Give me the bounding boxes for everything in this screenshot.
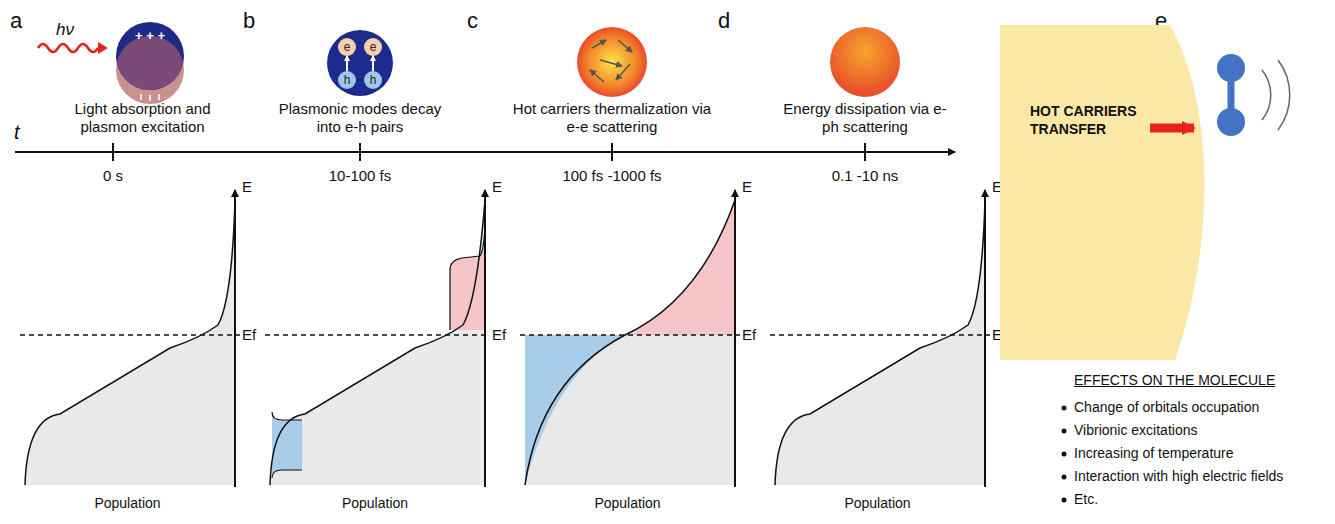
time-label: 10-100 fs xyxy=(300,167,420,185)
time-label: 100 fs -1000 fs xyxy=(537,167,687,185)
carrier-label: h xyxy=(344,74,351,86)
axis-title: Population xyxy=(325,495,425,512)
carrier-label: h xyxy=(370,74,377,86)
panel-caption: Plasmonic modes decay into e-h pairs xyxy=(270,100,450,136)
axis-label: Ef xyxy=(242,326,267,344)
excitation-arrow xyxy=(346,56,348,71)
region-label: HOT CARRIERS TRANSFER xyxy=(1030,103,1145,138)
axis-title: Population xyxy=(828,495,928,512)
axis-label: t xyxy=(14,120,34,144)
panel-letter: c xyxy=(467,8,497,34)
bullet-item: Etc. xyxy=(1074,491,1332,508)
time-label: 0 s xyxy=(63,167,163,185)
axis-label: Ef xyxy=(742,326,767,344)
hole-circle: h xyxy=(364,71,382,89)
bullet-item: Vibrionic excitations xyxy=(1074,422,1332,439)
time-label: 0.1 -10 ns xyxy=(795,167,935,185)
region-outline xyxy=(1000,25,1220,360)
panel-letter: b xyxy=(243,8,273,34)
axis-label: E xyxy=(492,178,512,196)
photon-label: hν xyxy=(56,20,96,40)
hole-circle: h xyxy=(338,71,356,89)
panel-letter: a xyxy=(10,8,40,34)
electron-circle: e xyxy=(364,38,382,56)
metal-region: HOT CARRIERS TRANSFER xyxy=(1000,25,1220,360)
list-heading: EFFECTS ON THE MOLECULE xyxy=(1074,372,1324,389)
panel-caption: Energy dissipation via e-ph scattering xyxy=(775,100,955,136)
panel-letter: d xyxy=(718,8,748,34)
carrier-label: e xyxy=(344,41,351,53)
axis-label: E xyxy=(242,178,262,196)
bullet-item: Interaction with high electric fields xyxy=(1074,468,1332,485)
bullet-item: Increasing of temperature xyxy=(1074,445,1332,462)
axis-label: Ef xyxy=(492,326,517,344)
axis-title: Population xyxy=(78,495,178,512)
panel-caption: Light absorption and plasmon excitation xyxy=(55,100,230,136)
electron-circle: e xyxy=(338,38,356,56)
charge-label: + + + xyxy=(120,28,180,44)
excitation-arrow xyxy=(372,56,374,71)
axis-label: E xyxy=(742,178,762,196)
panel-caption: Hot carriers thermalization via e-e scat… xyxy=(507,100,717,136)
bullet-item: Change of orbitals occupation xyxy=(1074,399,1332,416)
axis-title: Population xyxy=(578,495,678,512)
carrier-label: e xyxy=(370,41,377,53)
